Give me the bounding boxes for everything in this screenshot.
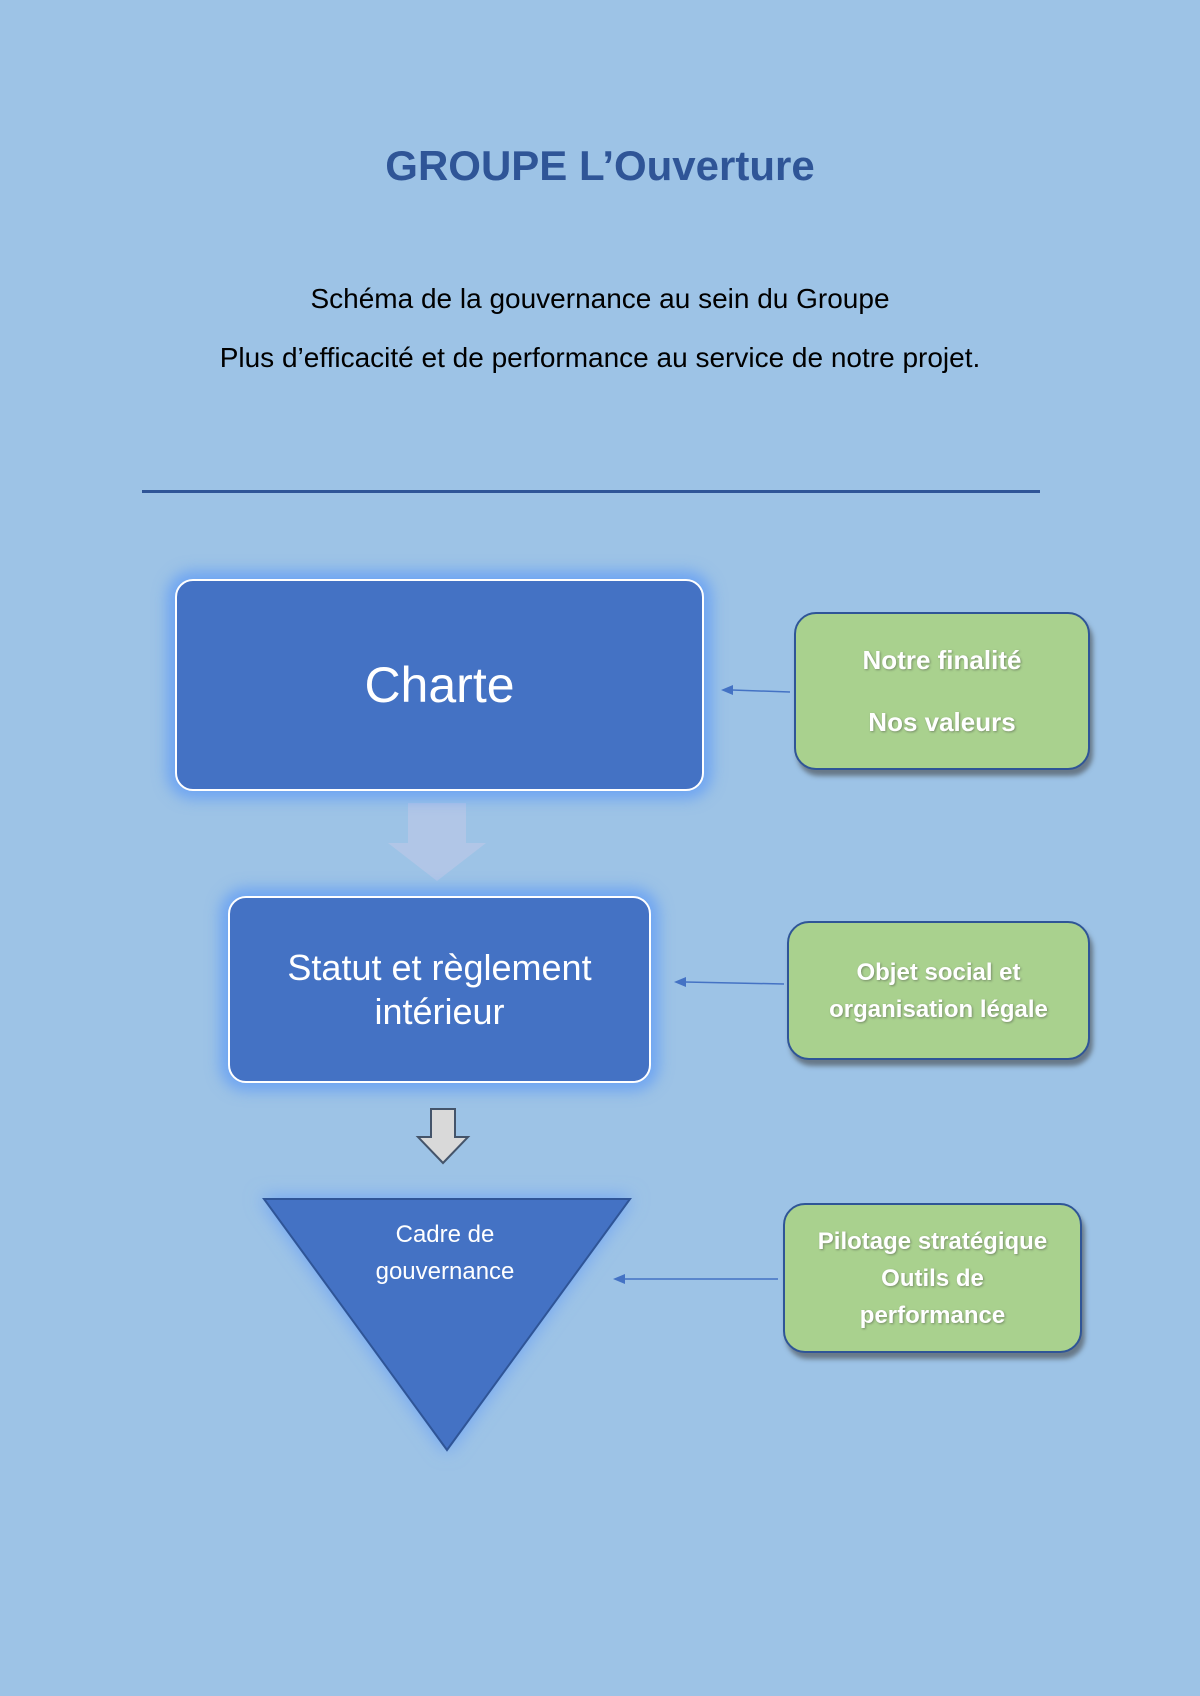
note-objet-line1: Objet social et	[856, 958, 1021, 986]
cadre-label-line2: gouvernance	[375, 1258, 515, 1285]
connector-arrow-1	[721, 685, 791, 695]
statut-box: Statut et règlement intérieur	[228, 896, 651, 1083]
statut-label: Statut et règlement intérieur	[287, 946, 592, 1032]
cadre-label: Cadre de gouvernance	[330, 1216, 560, 1290]
page-title: GROUPE L’Ouverture	[385, 142, 815, 189]
note-finalite: Notre finalité Nos valeurs	[794, 612, 1090, 770]
note-pilotage-line3: performance	[859, 1301, 1006, 1329]
charte-box: Charte	[175, 579, 704, 791]
down-arrow-faded-icon	[388, 803, 486, 881]
note-objet-social: Objet social et organisation légale	[787, 921, 1090, 1060]
cadre-triangle	[262, 1198, 632, 1452]
separator-line	[142, 490, 1040, 493]
subtitle-efficiency: Plus d’efficacité et de performance au s…	[219, 342, 981, 373]
cadre-label-line1: Cadre de	[395, 1221, 495, 1248]
note-objet-line2: organisation légale	[829, 995, 1048, 1023]
note-pilotage: Pilotage stratégique Outils de performan…	[783, 1203, 1082, 1353]
note-finalite-line2: Nos valeurs	[868, 707, 1016, 737]
subtitle-governance: Schéma de la gouvernance au sein du Grou…	[310, 283, 890, 314]
connector-arrow-3	[613, 1274, 778, 1284]
note-pilotage-line2: Outils de	[881, 1264, 984, 1292]
connector-arrow-2	[674, 977, 785, 987]
charte-label: Charte	[364, 657, 515, 713]
note-finalite-line1: Notre finalité	[862, 645, 1022, 675]
down-arrow-small-icon	[415, 1108, 471, 1165]
note-pilotage-line1: Pilotage stratégique	[817, 1227, 1048, 1255]
